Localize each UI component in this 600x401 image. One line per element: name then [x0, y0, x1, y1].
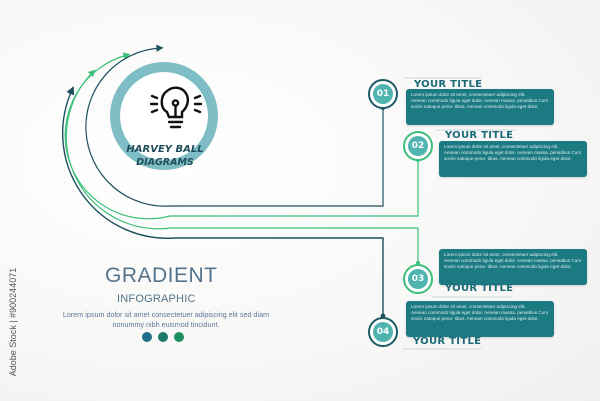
hub-title-line2: DIAGRAMS — [136, 157, 194, 168]
step-02-text-line2: Aenean commodo ligula eget dolor. Aenean… — [444, 150, 582, 161]
step-03-title: YOUR TITLE — [445, 283, 513, 295]
hub-title-line1: HARVEY BALL — [126, 144, 204, 155]
dot-3 — [174, 332, 184, 342]
step-04-text-line1: Lorem ipsum dolor sit amet, consectetuer… — [411, 304, 526, 309]
step-02-text-line1: Lorem ipsum dolor sit amet, consectetuer… — [444, 144, 559, 149]
step-01-badge: 01 — [368, 79, 398, 109]
step-02-badge: 02 — [403, 131, 433, 161]
dot-2 — [158, 332, 168, 342]
step-04-tab-line — [402, 348, 482, 350]
step-02-tab-line — [436, 129, 516, 131]
step-03-title-text: YOUR TITLE — [445, 283, 514, 294]
step-02-title-text: YOUR TITLE — [445, 130, 514, 141]
subheadline: INFOGRAPHIC — [117, 293, 196, 305]
step-03-card: Lorem ipsum dolor sit amet, consectetuer… — [439, 249, 587, 285]
step-02-number: 02 — [408, 136, 428, 156]
step-03-tab-line — [432, 296, 512, 298]
step-04-number: 04 — [373, 322, 393, 342]
headline: GRADIENT — [105, 264, 218, 287]
step-04-title-text: YOUR TITLE — [413, 336, 482, 347]
step-02-title: YOUR TITLE — [445, 130, 513, 142]
step-01-text-line1: Lorem ipsum dolor sit amet, consectetuer… — [411, 92, 526, 97]
step-04-card: Lorem ipsum dolor sit amet, consectetuer… — [406, 301, 554, 337]
description: Lorem ipsum dolor sit amet consectetuer … — [62, 310, 270, 329]
step-01-title-text: YOUR TITLE — [414, 79, 483, 90]
pagination-dots — [142, 332, 184, 342]
step-03-text-line2: Aenean commodo ligula eget dolor. Aenean… — [444, 258, 582, 269]
step-01-tab-line — [404, 77, 482, 79]
dot-1 — [142, 332, 152, 342]
hub-circle — [110, 62, 218, 170]
step-03-text-line1: Lorem ipsum dolor sit amet, consectetuer… — [444, 252, 559, 257]
step-04-text-line2: Aenean commodo ligula eget dolor. Aenean… — [411, 310, 549, 321]
step-04-badge: 04 — [368, 317, 398, 347]
stock-id-watermark: Adobe Stock | #900244071 — [8, 267, 18, 377]
step-03-badge: 03 — [403, 264, 433, 294]
step-01-number: 01 — [373, 84, 393, 104]
hub-title: HARVEY BALL DIAGRAMS — [120, 143, 210, 169]
step-04-title: YOUR TITLE — [413, 336, 481, 348]
step-01-card: Lorem ipsum dolor sit amet, consectetuer… — [406, 89, 554, 125]
step-03-number: 03 — [408, 269, 428, 289]
step-02-card: Lorem ipsum dolor sit amet, consectetuer… — [439, 141, 587, 177]
lightbulb-icon — [149, 86, 203, 129]
step-01-title: YOUR TITLE — [414, 79, 482, 91]
step-01-text-line2: Aenean commodo ligula eget dolor. Aenean… — [411, 98, 549, 109]
